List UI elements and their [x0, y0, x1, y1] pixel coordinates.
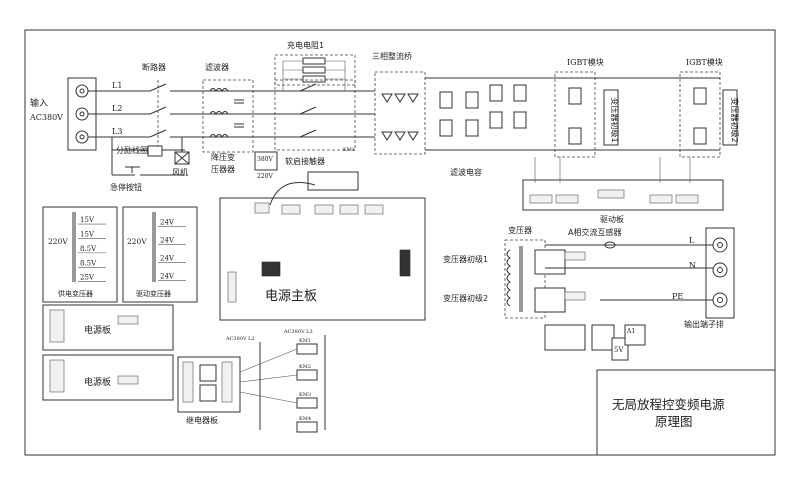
phase-l1-label: L1 [112, 81, 122, 90]
soft-contactor-symbol [274, 79, 356, 151]
three-phase-bus [88, 90, 375, 138]
relay-board-label: 继电器板 [186, 415, 218, 425]
main-board-label: 电源主板 [265, 289, 317, 304]
relay-voltage-1: AC380V L2 [225, 336, 255, 342]
main-board-components [227, 171, 411, 303]
tap-label: 24V [160, 219, 175, 227]
output-terminal-circles [680, 237, 728, 308]
output-transformer-symbol [504, 239, 680, 319]
drive-transformer-primary: 220V [127, 237, 147, 246]
v220-label: 220V [257, 173, 273, 180]
coil-km4: KM4 [299, 416, 311, 422]
filter-symbol [202, 79, 254, 153]
title-block [596, 369, 776, 456]
contactor-coils [239, 335, 326, 433]
power-transformer-taps: 15V 15V 8.5V 8.5V 25V [78, 216, 106, 282]
main-board-box [219, 197, 426, 321]
drive-board-symbol [522, 157, 724, 211]
power-board-1-box [42, 304, 174, 351]
drive-transformer-taps: 24V 24V 24V 24V [158, 219, 186, 281]
power-transformer-core [72, 212, 76, 282]
igbt1-label: IGBT模块 [567, 57, 604, 67]
igbt-module-2 [679, 71, 738, 158]
coil-km3: KM3 [299, 392, 311, 398]
phase-l2-label: L2 [112, 104, 122, 113]
coil-km2: KM2 [299, 364, 311, 370]
rectifier-bridge [374, 71, 426, 155]
out-l-label: L [689, 236, 695, 245]
v5-label: 5V [614, 346, 624, 354]
power-board-2-label: 电源板 [84, 376, 111, 388]
estop-label: 急停按钮 [110, 182, 142, 192]
fan-label: 风机 [172, 167, 188, 177]
step-down-transformer-label-2: 压器器 [211, 165, 235, 174]
power-board-connectors [49, 309, 139, 393]
rectifier-label: 三相整流桥 [372, 51, 412, 61]
igbt2-label: IGBT模块 [686, 57, 723, 67]
relay-board-components [182, 361, 233, 403]
title-line-1: 无局放程控变频电源 [612, 397, 725, 412]
sensor-boxes [544, 324, 646, 361]
tap-label: 24V [160, 237, 175, 245]
xfmr-primary2-label-b: 变压器初级2 [443, 293, 488, 303]
out-n-label: N [689, 261, 696, 270]
tap-label: 8.5V [80, 245, 97, 253]
a1-label: A1 [626, 328, 635, 335]
charge-resistor-label: 充电电阻1 [287, 40, 324, 50]
breaker-symbol [149, 80, 167, 152]
input-label: 输入 [30, 97, 48, 109]
step-down-transformer-box [254, 151, 278, 171]
filter-label: 滤波器 [205, 62, 229, 72]
title-line-2: 原理图 [655, 414, 693, 429]
v380-label: 380V [257, 156, 273, 163]
input-voltage-label: AC380V [29, 113, 63, 122]
relay-voltage-2: AC380V L3 [283, 329, 313, 335]
charge-resistor-symbol [274, 54, 356, 91]
power-board-2-box [42, 354, 174, 401]
ct-label: A相交流互感器 [568, 227, 621, 237]
soft-contactor-label: 软启接触器 [285, 156, 325, 166]
tap-label: 15V [80, 230, 95, 238]
power-transformer-primary: 220V [48, 237, 68, 246]
igbt-module-1 [554, 71, 619, 158]
tap-label: 24V [160, 255, 175, 263]
coil-km1: KM1 [299, 338, 311, 344]
out-pe-label: PE [672, 292, 683, 301]
tap-label: 24V [160, 273, 175, 281]
filter-capacitor-bank [439, 84, 527, 137]
xfmr-primary1-label: 变压器初级1 [610, 97, 620, 142]
tap-label: 15V [80, 216, 95, 224]
tap-label: 8.5V [80, 259, 97, 267]
drive-transformer-box [122, 206, 198, 303]
xfmr-primary1-label-b: 变压器初级1 [443, 254, 488, 264]
xfmr-primary2-label: 变压器初级2 [730, 97, 740, 142]
phase-l3-label: L3 [112, 127, 122, 136]
km1-tag: KM1 [343, 147, 355, 153]
control-circuit [111, 137, 190, 176]
drive-board-label: 驱动板 [600, 214, 624, 224]
power-transformer-label: 供电变压器 [58, 289, 93, 298]
step-down-transformer-label-1: 降压变 [211, 152, 235, 162]
tap-label: 25V [80, 274, 95, 282]
dc-bus [425, 77, 720, 151]
terminal-label: 输出端子排 [684, 319, 724, 329]
power-board-1-label: 电源板 [84, 324, 111, 336]
transformer-label: 变压器 [508, 225, 532, 235]
power-transformer-box [42, 206, 118, 303]
breaker-label: 断路器 [142, 62, 166, 72]
shunt-trip-label: 分励线圈 [116, 145, 148, 155]
drive-transformer-label: 驱动变压器 [136, 289, 171, 298]
drawing-frame [24, 29, 776, 456]
filter-cap-label: 滤波电容 [450, 167, 482, 177]
drive-transformer-core [152, 212, 156, 282]
